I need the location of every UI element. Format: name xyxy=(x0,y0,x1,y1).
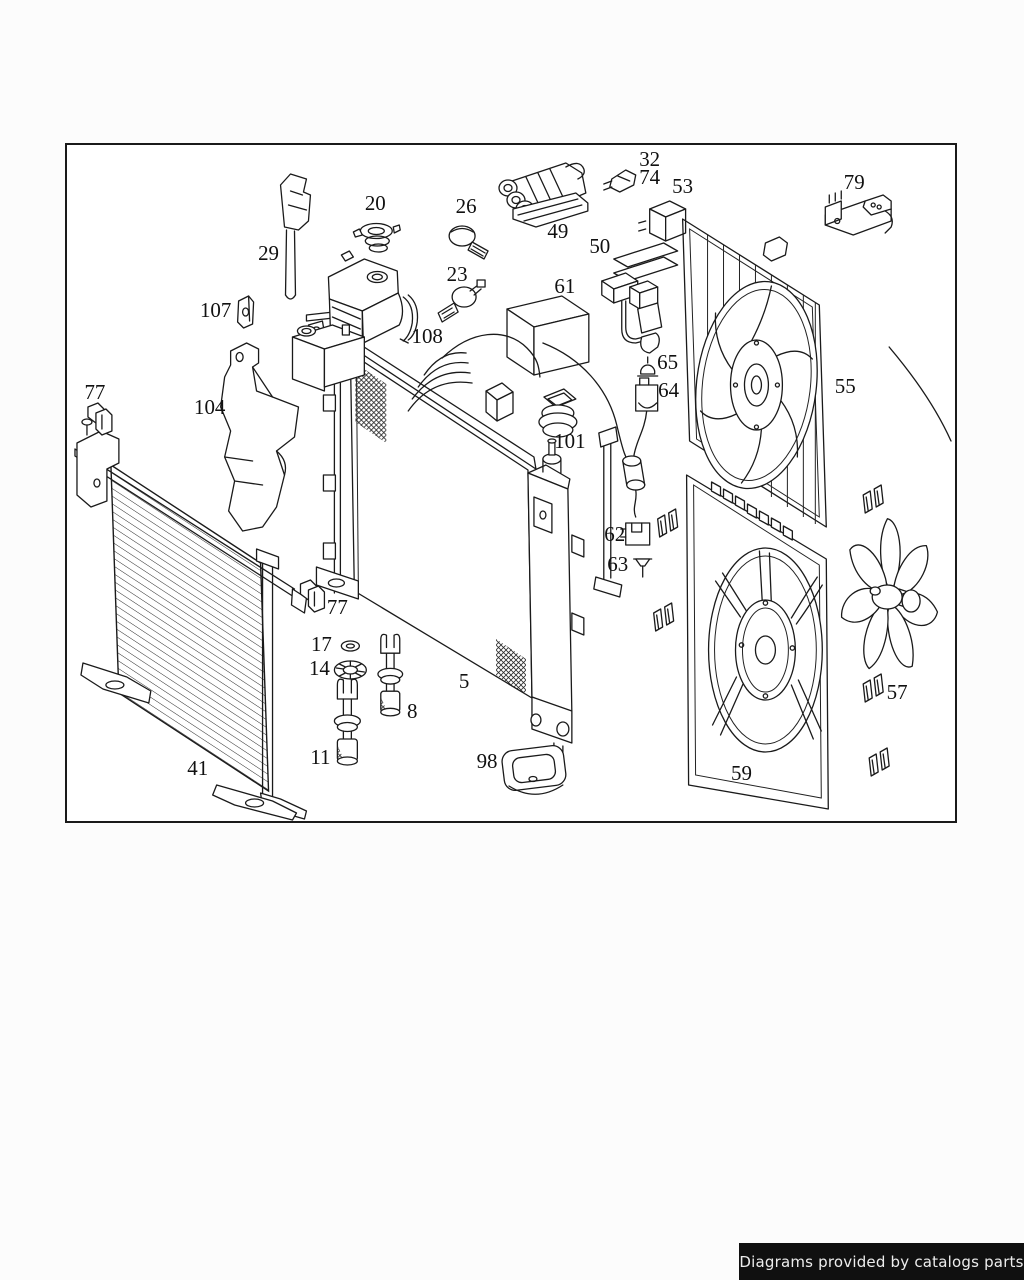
part-77-clip-left xyxy=(87,402,113,436)
part-label-55: 55 xyxy=(835,374,856,398)
part-14-star-washer xyxy=(334,661,366,679)
part-65-valve xyxy=(638,357,658,376)
part-64-connector xyxy=(636,378,658,411)
attribution-text: Diagrams provided by catalogs parts xyxy=(739,1252,1024,1271)
part-label-23: 23 xyxy=(447,262,468,286)
part-label-108: 108 xyxy=(411,324,442,348)
part-63-screw xyxy=(634,559,652,577)
part-label-107: 107 xyxy=(200,298,231,322)
part-57-fan-blade xyxy=(839,519,939,675)
wiring-harness xyxy=(408,334,951,517)
diagram-panel: 29 20 26 23 49 32 74 53 79 50 61 107 108… xyxy=(65,143,957,823)
part-108-hose xyxy=(400,295,417,343)
part-label-14: 14 xyxy=(309,656,330,680)
part-label-50: 50 xyxy=(589,234,610,258)
parts-diagram-figure: 29 20 26 23 49 32 74 53 79 50 61 107 108… xyxy=(67,147,955,821)
part-label-79: 79 xyxy=(844,170,865,194)
part-61-control-unit xyxy=(507,296,589,375)
part-53-relay xyxy=(639,201,686,241)
part-label-53: 53 xyxy=(672,174,693,198)
part-label-63: 63 xyxy=(607,552,628,576)
part-23-temp-sensor xyxy=(438,280,485,322)
part-label-77-left: 77 xyxy=(84,380,105,404)
part-11-drain-valve xyxy=(333,678,361,766)
part-label-17: 17 xyxy=(311,632,332,656)
part-label-59: 59 xyxy=(731,761,752,785)
part-41-condenser xyxy=(75,419,306,820)
part-49-connector xyxy=(499,163,588,227)
part-label-62: 62 xyxy=(604,522,625,546)
part-label-8: 8 xyxy=(407,699,417,723)
part-98-rubber-mount xyxy=(501,744,567,794)
coolant-expansion-tank xyxy=(292,251,402,391)
part-labels: 29 20 26 23 49 32 74 53 79 50 61 107 108… xyxy=(84,147,907,785)
part-label-26: 26 xyxy=(456,194,477,218)
part-17-seal-ring xyxy=(341,641,359,651)
part-104-air-baffle xyxy=(221,343,299,531)
part-label-101: 101 xyxy=(554,429,585,453)
part-label-98: 98 xyxy=(477,749,498,773)
part-label-49: 49 xyxy=(547,219,568,243)
part-label-64: 64 xyxy=(658,378,679,402)
part-label-74: 74 xyxy=(639,165,660,189)
part-55-fan-assembly xyxy=(683,219,829,527)
part-20-radiator-cap xyxy=(353,224,400,253)
part-50-relay-module xyxy=(602,243,678,353)
part-label-61: 61 xyxy=(554,274,575,298)
part-label-11: 11 xyxy=(310,745,330,769)
part-label-57: 57 xyxy=(887,680,908,704)
part-label-20: 20 xyxy=(365,191,386,215)
part-label-77-mid: 77 xyxy=(327,595,348,619)
part-label-41: 41 xyxy=(187,756,208,780)
part-label-104: 104 xyxy=(194,395,226,419)
part-label-32: 32 xyxy=(639,147,660,171)
part-label-29: 29 xyxy=(258,241,279,265)
part-26-temp-sensor xyxy=(449,226,488,259)
part-79-bracket xyxy=(825,191,892,235)
part-29-level-sensor xyxy=(281,174,311,299)
part-32-74-fuse xyxy=(604,170,636,192)
attribution-bar: Diagrams provided by catalogs parts xyxy=(739,1243,1024,1280)
part-62-connector xyxy=(621,523,650,545)
part-5-radiator xyxy=(308,321,621,760)
part-label-65: 65 xyxy=(657,350,678,374)
part-8-drain-valve xyxy=(377,633,404,717)
part-101-grommet xyxy=(539,389,577,437)
part-59-fan-shroud xyxy=(653,475,890,809)
part-107-clip xyxy=(238,296,254,328)
part-label-5: 5 xyxy=(459,669,469,693)
